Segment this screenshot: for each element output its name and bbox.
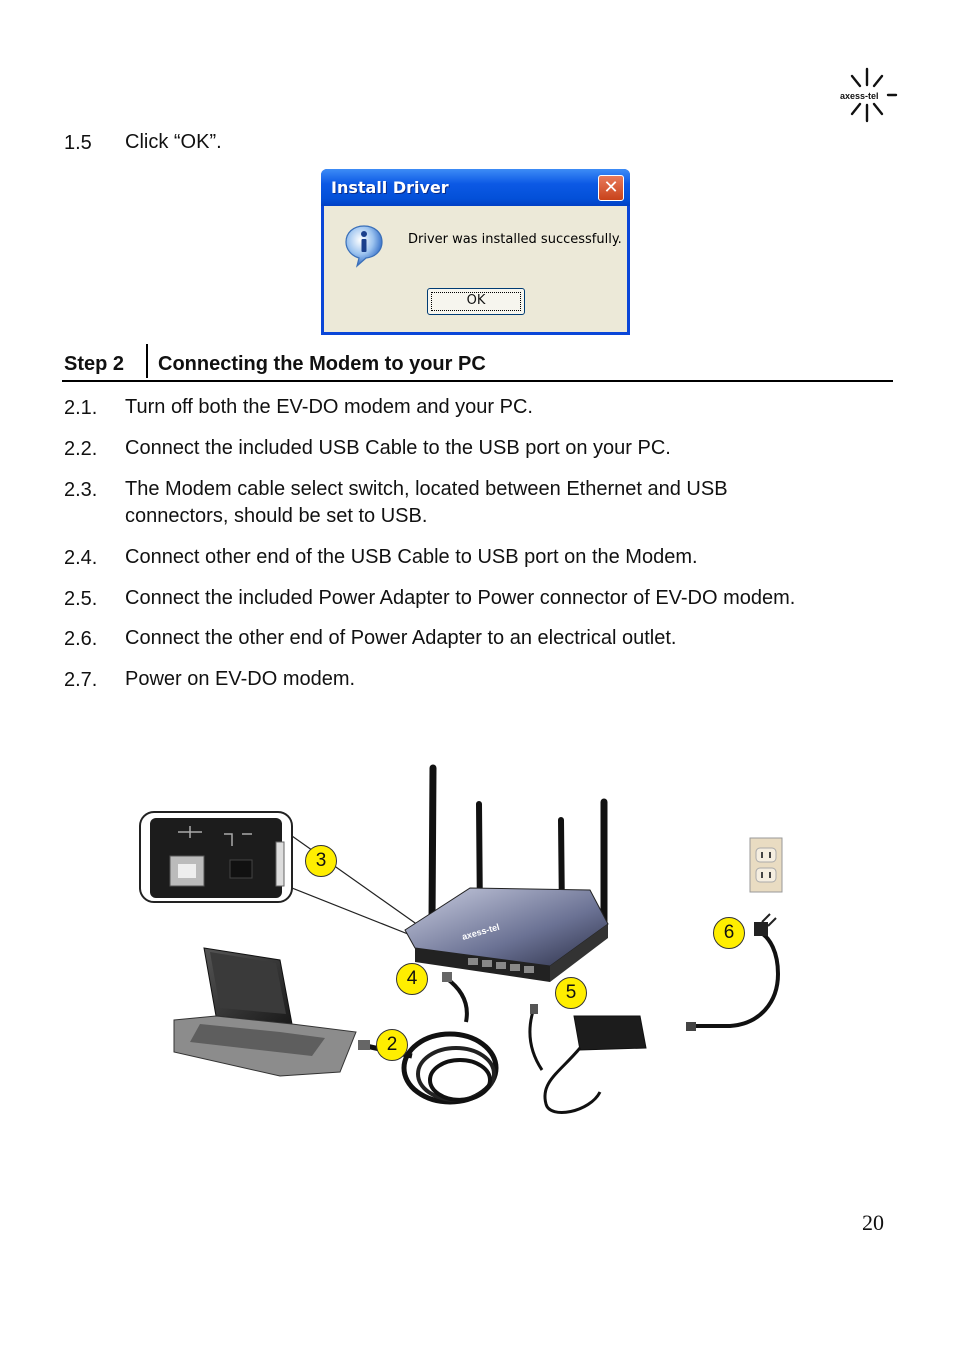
step-label: Step 2 [64,353,125,375]
list-item-number: 2.4. [64,547,98,569]
list-item-text: Connect the other end of Power Adapter t… [125,627,677,649]
list-item-text: Power on EV-DO modem. [125,668,356,690]
dialog-message: Driver was installed successfully. [408,232,622,247]
dialog-titlebar: Install Driver ✕ [321,169,630,206]
list-item-number: 2.1. [64,397,98,419]
list-item-text: Connect other end of the USB Cable to US… [125,546,698,568]
dialog-body: Driver was installed successfully. OK [324,206,627,332]
callout-4: 4 [396,963,428,995]
focus-rect [431,292,521,311]
list-item-text: The Modem cable select switch, located b… [125,478,728,500]
callout-5: 5 [555,977,587,1009]
list-item-number: 2.7. [64,669,98,691]
install-driver-dialog: Install Driver ✕ Driver was installed su… [321,169,630,335]
list-item-number: 2.3. [64,479,98,501]
dialog-title: Install Driver [331,178,449,197]
list-item-number: 2.5. [64,588,98,610]
callout-2: 2 [376,1029,408,1061]
connection-diagram: axess-tel [130,752,830,1132]
close-icon[interactable]: ✕ [598,175,624,201]
list-item-number: 2.6. [64,628,98,650]
callout-3: 3 [305,845,337,877]
axesstel-logo: axess-tel [836,66,898,124]
ok-button[interactable]: OK [427,288,525,315]
info-icon [344,224,384,268]
page-number: 20 [862,1210,884,1235]
logo-text: axess-tel [840,91,879,101]
step-header: Step 2 Connecting the Modem to your PC [62,342,893,382]
list-item-number: 2.2. [64,438,98,460]
list-item-text: Turn off both the EV-DO modem and your P… [125,396,533,418]
list-item-text: Connect the included Power Adapter to Po… [125,587,796,609]
connection-illustration: axess-tel [139,764,783,1114]
step-text: Click “OK”. [125,131,222,153]
step-number: 1.5 [64,132,92,154]
step-title: Connecting the Modem to your PC [158,353,486,375]
list-item-text: Connect the included USB Cable to the US… [125,437,671,459]
ok-button-label: OK [466,293,486,308]
step-divider [146,344,148,378]
callout-6: 6 [713,917,745,949]
list-item-text-continued: connectors, should be set to USB. [125,505,428,527]
